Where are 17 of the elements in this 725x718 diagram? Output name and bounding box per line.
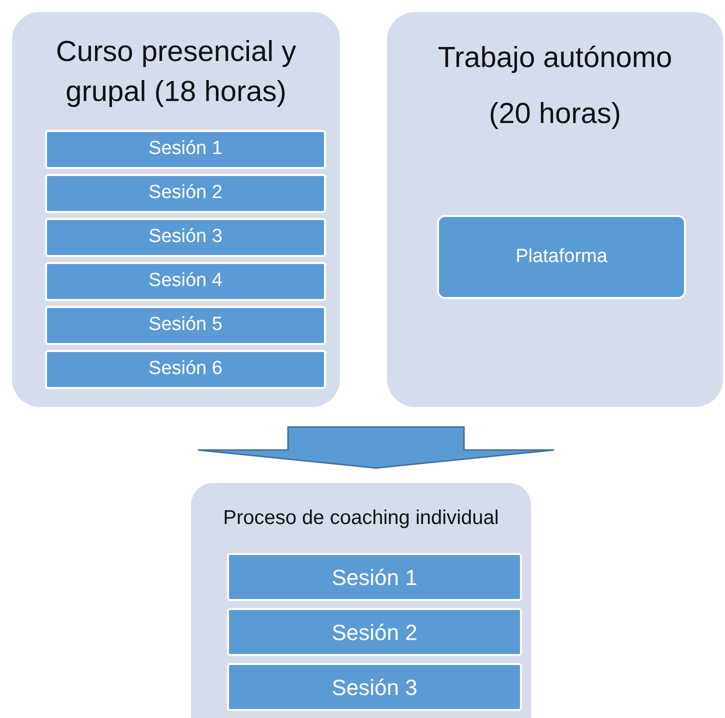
platform-box: Plataforma: [437, 215, 686, 299]
session-box: Sesión 3: [45, 218, 326, 257]
session-box: Sesión 4: [45, 262, 326, 301]
session-box: Sesión 2: [227, 608, 522, 656]
panel-title: Trabajo autónomo (20 horas): [436, 41, 674, 132]
session-box: Sesión 1: [227, 553, 522, 601]
panel-title: Curso presencial y grupal (18 horas): [54, 35, 298, 110]
session-box: Sesión 2: [45, 174, 326, 213]
block-arrow: [197, 426, 555, 469]
group-panel: [191, 483, 531, 718]
panel-title: Proceso de coaching individual: [223, 506, 499, 531]
session-box: Sesión 1: [45, 130, 326, 169]
session-box: Sesión 6: [45, 350, 326, 389]
group-panel: [387, 12, 723, 407]
session-box: Sesión 5: [45, 306, 326, 345]
group-panel: [12, 12, 340, 407]
session-box: Sesión 3: [227, 663, 522, 711]
